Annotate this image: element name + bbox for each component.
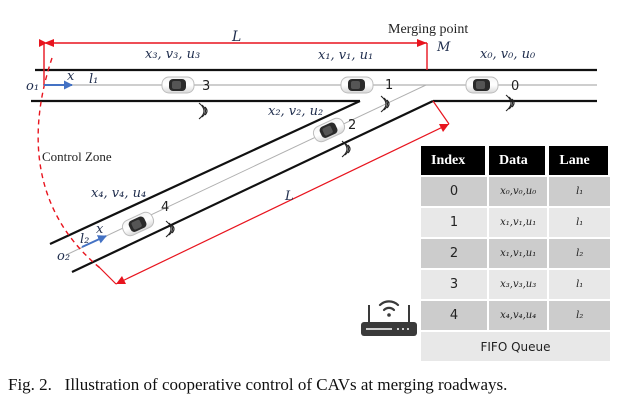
cell-lane: l₁ [549, 268, 610, 299]
ramp-lower-edge [71, 100, 434, 273]
vehicle-2-state: x₂, v₂, u₂ [268, 104, 323, 119]
header-index: Index [421, 146, 488, 175]
cell-index: 1 [421, 206, 488, 237]
table-row: 1 x₁,v₁,u₁ l₁ [421, 206, 610, 237]
car-top-view-icon [340, 76, 374, 94]
fifo-queue-label: FIFO Queue [421, 330, 610, 361]
lane-main-label: l₁ [89, 72, 98, 87]
length-dimension-main [39, 39, 428, 85]
cell-data: x₀,v₀,u₀ [489, 175, 548, 206]
axis-ramp-label: x [96, 222, 104, 237]
axis-main-label: x [67, 69, 75, 84]
cell-index: 4 [421, 299, 488, 330]
car-top-view-icon [465, 76, 499, 94]
table-footer-row: FIFO Queue [421, 330, 610, 361]
cell-data: x₁,v₁,u₁ [489, 206, 548, 237]
cell-lane: l₂ [549, 237, 610, 268]
merging-point-label: Merging point [388, 22, 468, 37]
control-zone-label: Control Zone [42, 149, 112, 164]
vehicle-1-id: 1 [385, 78, 393, 93]
origin-ramp-label: o₂ [57, 249, 70, 264]
vehicle-3-id: 3 [202, 79, 210, 94]
table-row: 3 x₃,v₃,u₃ l₁ [421, 268, 610, 299]
ramp-axis-arrow [81, 235, 107, 248]
cell-index: 2 [421, 237, 488, 268]
length-label-ramp: L [284, 189, 294, 204]
lane-ramp-label: l₂ [80, 232, 89, 247]
main-road [31, 68, 597, 103]
header-data: Data [489, 146, 548, 175]
figure-caption: Fig. 2. Illustration of cooperative cont… [8, 375, 508, 394]
vehicle-4: 4 [119, 200, 175, 239]
length-dimension-ramp [97, 100, 450, 285]
cell-data: x₁,v₁,u₁ [489, 237, 548, 268]
vehicle-0-id: 0 [511, 79, 519, 94]
vehicle-4-id: 4 [161, 200, 169, 215]
fifo-queue-table: Index Data Lane 0 x₀,v₀,u₀ l₁ 1 x₁,v₁,u₁… [419, 146, 612, 361]
cell-index: 3 [421, 268, 488, 299]
vehicle-2-id: 2 [348, 118, 356, 133]
table-row: 2 x₁,v₁,u₁ l₂ [421, 237, 610, 268]
car-top-view-icon [161, 76, 195, 94]
vehicle-3-state: x₃, v₃, u₃ [145, 47, 200, 62]
cell-lane: l₂ [549, 299, 610, 330]
wireless-signal-icon [505, 94, 515, 112]
vehicle-4-state: x₄, v₄, u₄ [91, 186, 146, 201]
cell-index: 0 [421, 175, 488, 206]
table-row: 0 x₀,v₀,u₀ l₁ [421, 175, 610, 206]
vehicle-0: 0 [465, 76, 519, 112]
header-lane: Lane [549, 146, 610, 175]
wireless-signal-icon [198, 102, 208, 120]
length-label-main: L [231, 29, 241, 45]
ramp-road [49, 84, 434, 273]
merging-point-symbol: M [436, 40, 451, 55]
vehicle-0-state: x₀, v₀, u₀ [480, 47, 536, 62]
vehicle-1: 1 [340, 76, 393, 113]
table-row: 4 x₄,v₄,u₄ l₂ [421, 299, 610, 330]
vehicle-1-state: x₁, v₁, u₁ [318, 48, 373, 63]
wifi-router-icon [361, 300, 417, 336]
ramp-centerline [65, 84, 427, 256]
vehicle-3: 3 [161, 76, 210, 120]
cell-data: x₄,v₄,u₄ [489, 299, 548, 330]
origin-main-label: o₁ [26, 79, 39, 94]
cell-lane: l₁ [549, 206, 610, 237]
vehicle-2: 2 [310, 115, 356, 158]
table-header-row: Index Data Lane [421, 146, 610, 175]
cell-data: x₃,v₃,u₃ [489, 268, 548, 299]
cell-lane: l₁ [549, 175, 610, 206]
ramp-upper-edge [49, 100, 361, 245]
